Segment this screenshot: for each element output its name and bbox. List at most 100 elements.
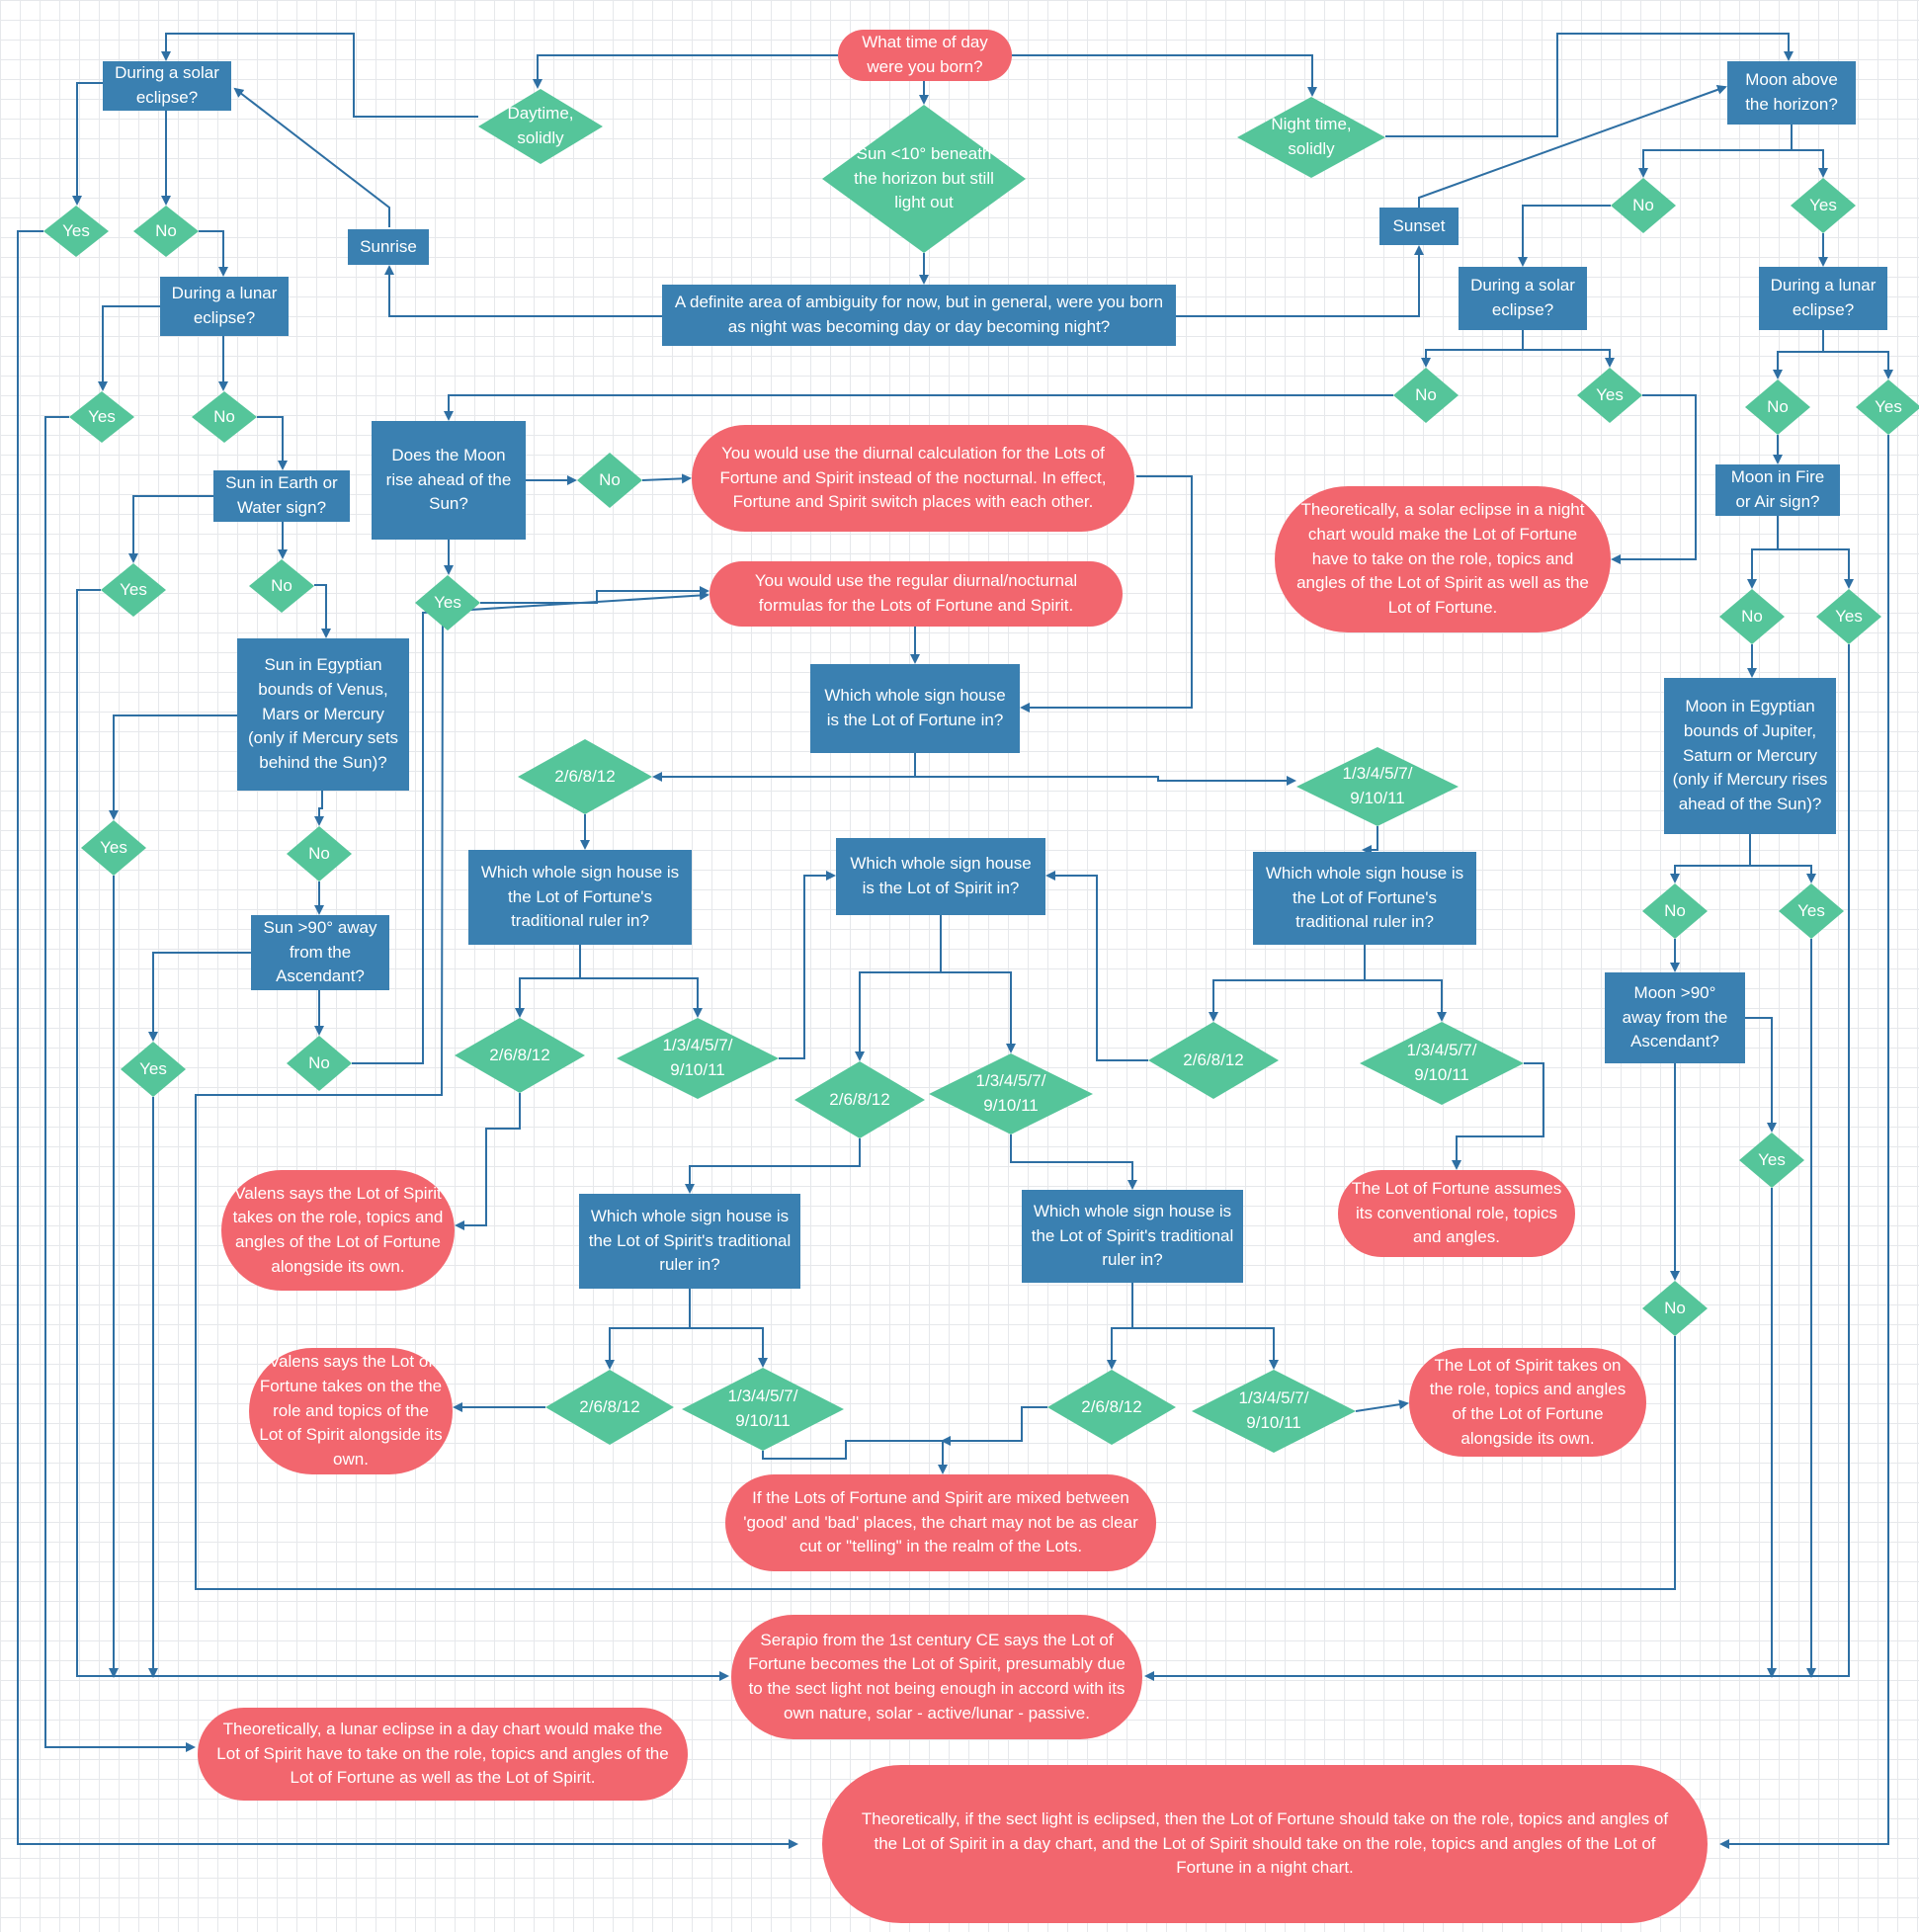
w-srl-bad (605, 1289, 691, 1370)
ambiguity-text: A definite area of ambiguity for now, bu… (674, 293, 1164, 336)
spirit-ruler-left-text: Which whole sign house is the Lot of Spi… (588, 1207, 792, 1275)
day-solar-yes-text: Yes (62, 220, 90, 240)
night-solar-eclipse-text: During a solar eclipse? (1470, 276, 1575, 319)
sun-90-yes-decision: Yes (121, 1042, 186, 1097)
valens-fortune-terminal: Valens says the Lot of Fortune takes on … (249, 1348, 453, 1474)
day-solar-eclipse-box: During a solar eclipse? (103, 61, 231, 111)
night-lunar-no-text: No (1767, 396, 1789, 416)
day-lunar-no-text: No (213, 406, 235, 426)
night-solar-yes-text: Yes (1596, 384, 1624, 404)
frr-good-decision: 1/3/4/5/7/ 9/10/11 (1360, 1022, 1524, 1105)
w-nseno-mr (444, 394, 1393, 421)
moon-90-yes-text: Yes (1758, 1149, 1786, 1169)
moon-egyptian-box: Moon in Egyptian bounds of Jupiter, Satu… (1664, 678, 1836, 834)
sun-eg-no-decision: No (287, 826, 352, 882)
w-nle-yes (1823, 351, 1893, 379)
night-lunar-yes-text: Yes (1875, 396, 1902, 416)
moon-fire-air-box: Moon in Fire or Air sign? (1715, 464, 1840, 516)
frr-bad-text: 2/6/8/12 (1183, 1050, 1244, 1069)
w-fh-bad (652, 753, 916, 782)
day-lunar-eclipse-box: During a lunar eclipse? (160, 277, 289, 336)
moon-90-no-decision: No (1642, 1281, 1708, 1336)
spirit-ruler-right-box: Which whole sign house is the Lot of Spi… (1022, 1190, 1243, 1283)
diurnal-switch-text: You would use the diurnal calculation fo… (719, 444, 1107, 512)
w-night-moonabove (1385, 33, 1794, 137)
frl-good-decision: 1/3/4/5/7/ 9/10/11 (617, 1018, 779, 1099)
spirit-house-box: Which whole sign house is the Lot of Spi… (836, 838, 1045, 915)
fortune-house-text: Which whole sign house is the Lot of For… (824, 686, 1006, 729)
serapio-text: Serapio from the 1st century CE says the… (748, 1630, 1126, 1722)
moon-rise-text: Does the Moon rise ahead of the Sun? (385, 446, 512, 514)
sun-eg-yes-text: Yes (100, 837, 127, 857)
w-frl-bad (515, 945, 581, 1018)
fortune-conventional-text: The Lot of Fortune assumes its conventio… (1351, 1179, 1562, 1247)
lunar-theory-text: Theoretically, a lunar eclipse in a day … (216, 1720, 669, 1788)
day-lunar-yes-text: Yes (88, 406, 116, 426)
w-ma-yes (1792, 149, 1828, 178)
w-frrbad-sh (1045, 871, 1148, 1061)
sunrise-text: Sunrise (360, 236, 417, 256)
day-lunar-eclipse-text: During a lunar eclipse? (171, 284, 278, 327)
moon-fa-no-decision: No (1719, 589, 1785, 644)
moon-rise-no-decision: No (577, 453, 642, 508)
day-lunar-yes-decision: Yes (69, 391, 134, 443)
w-sunrise-dse (233, 87, 390, 227)
night-solar-theory-text: Theoretically, a solar eclipse in a nigh… (1296, 500, 1589, 617)
w-mfa-no (1747, 516, 1779, 589)
w-start-night (1012, 54, 1317, 97)
day-solar-no-text: No (155, 220, 177, 240)
frl-bad-decision: 2/6/8/12 (455, 1018, 585, 1093)
sect-theory-text: Theoretically, if the sect light is ecli… (861, 1809, 1669, 1878)
w-sh-good (941, 971, 1016, 1053)
sun-below-text: Sun <10° beneath the horizon but still l… (854, 144, 994, 212)
lunar-theory-terminal: Theoretically, a lunar eclipse in a day … (198, 1708, 688, 1801)
w-sewno-seg (314, 584, 331, 638)
moon-above-yes-text: Yes (1809, 195, 1837, 214)
moon-eg-yes-text: Yes (1797, 900, 1825, 920)
fh-bad-decision: 2/6/8/12 (518, 739, 652, 814)
sh-good-text: 1/3/4/5/7/ 9/10/11 (975, 1071, 1046, 1115)
fortune-conventional-terminal: The Lot of Fortune assumes its conventio… (1338, 1170, 1575, 1257)
night-lunar-no-decision: No (1745, 379, 1810, 435)
w-nle-no (1773, 330, 1824, 379)
nighttime-decision: Night time, solidly (1237, 97, 1385, 178)
night-solar-eclipse-box: During a solar eclipse? (1459, 267, 1587, 330)
w-sunset-moonabove (1418, 85, 1727, 208)
sun-90-no-decision: No (287, 1036, 352, 1091)
moon-90-yes-decision: Yes (1739, 1133, 1804, 1188)
fh-good-decision: 1/3/4/5/7/ 9/10/11 (1296, 747, 1459, 826)
moon-above-box: Moon above the horizon? (1727, 61, 1856, 125)
sh-good-decision: 1/3/4/5/7/ 9/10/11 (929, 1053, 1093, 1134)
w-dleno-sew (257, 416, 288, 470)
spirit-ruler-right-text: Which whole sign house is the Lot of Spi… (1031, 1202, 1234, 1270)
w-srrgood-spirit (1355, 1399, 1409, 1412)
w-nseyes-theory (1611, 394, 1697, 564)
spirit-ruler-left-box: Which whole sign house is the Lot of Spi… (579, 1194, 800, 1289)
moon-90-no-text: No (1664, 1298, 1686, 1317)
sun-egyptian-box: Sun in Egyptian bounds of Venus, Mars or… (237, 638, 409, 791)
fh-bad-text: 2/6/8/12 (554, 766, 616, 786)
w-frrgood-conv (1452, 1062, 1544, 1170)
srr-bad-text: 2/6/8/12 (1081, 1396, 1142, 1416)
sun-90-no-text: No (308, 1052, 330, 1072)
w-sew-yes-ser (76, 589, 729, 1681)
fortune-ruler-right-text: Which whole sign house is the Lot of For… (1265, 864, 1464, 932)
moon-fa-no-text: No (1741, 606, 1763, 626)
moon-rise-box: Does the Moon rise ahead of the Sun? (372, 421, 526, 540)
sun-90-yes-text: Yes (139, 1058, 167, 1078)
sun-earth-water-box: Sun in Earth or Water sign? (213, 470, 350, 522)
sun-ew-yes-text: Yes (120, 579, 147, 599)
frl-good-text: 1/3/4/5/7/ 9/10/11 (662, 1036, 733, 1079)
start-question: What time of day were you born? (838, 30, 1012, 81)
moon-above-yes-decision: Yes (1791, 178, 1856, 233)
w-frr-good (1365, 979, 1447, 1022)
night-lunar-yes-decision: Yes (1856, 379, 1919, 435)
daytime-decision: Daytime, solidly (478, 89, 603, 164)
w-m90no-ser (195, 611, 1676, 1590)
w-frl-good (580, 977, 703, 1018)
day-lunar-no-decision: No (192, 391, 257, 443)
w-mfa-yes (1778, 548, 1854, 589)
valens-spirit-terminal: Valens says the Lot of Spirit takes on t… (221, 1170, 455, 1291)
night-lunar-eclipse-box: During a lunar eclipse? (1759, 267, 1887, 330)
day-solar-yes-decision: Yes (43, 206, 109, 257)
